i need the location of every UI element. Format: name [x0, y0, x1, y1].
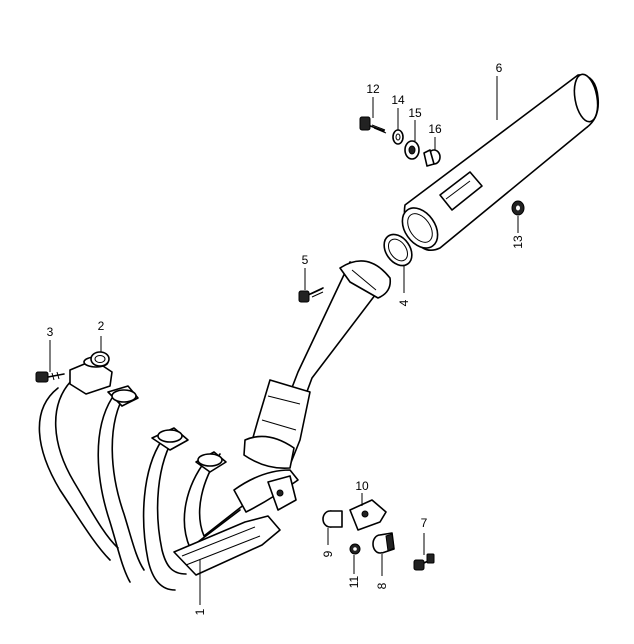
- callout-2: 2: [98, 319, 105, 333]
- callout-3: 3: [47, 325, 54, 339]
- muffler: [401, 73, 600, 251]
- callout-15: 15: [408, 106, 422, 120]
- callout-12: 12: [366, 82, 380, 96]
- callout-1: 1: [193, 608, 207, 615]
- callout-6: 6: [496, 61, 503, 75]
- muffler-nut: [511, 200, 525, 216]
- callout-8: 8: [375, 582, 389, 589]
- exhaust-pipe-assembly: [38, 260, 392, 591]
- callout-16: 16: [428, 122, 442, 136]
- exhaust-bolt: [35, 371, 65, 383]
- clamp-bolt: [298, 287, 324, 303]
- washer: [392, 129, 404, 145]
- callout-4: 4: [397, 299, 411, 306]
- hanger-bracket: [349, 499, 387, 531]
- callout-labels: 1 2 3 4 5 6 7 8 9 10 11 12 13 14 15 16: [47, 61, 525, 615]
- rubber-mount: [372, 532, 395, 554]
- cushion: [322, 510, 343, 528]
- leader-lines: [49, 76, 519, 605]
- rubber-cushion: [404, 140, 420, 160]
- callout-9: 9: [321, 550, 335, 557]
- hanger-nut: [349, 543, 361, 555]
- muffler-gasket: [383, 233, 413, 267]
- callout-14: 14: [391, 93, 405, 107]
- callout-5: 5: [302, 253, 309, 267]
- exhaust-gasket: [90, 351, 110, 367]
- hanger-bolt: [413, 553, 435, 571]
- muffler-bolt: [359, 116, 387, 134]
- callout-10: 10: [355, 479, 369, 493]
- collar: [423, 149, 441, 167]
- callout-11: 11: [347, 575, 361, 588]
- callout-13: 13: [511, 235, 525, 249]
- callout-7: 7: [421, 516, 428, 530]
